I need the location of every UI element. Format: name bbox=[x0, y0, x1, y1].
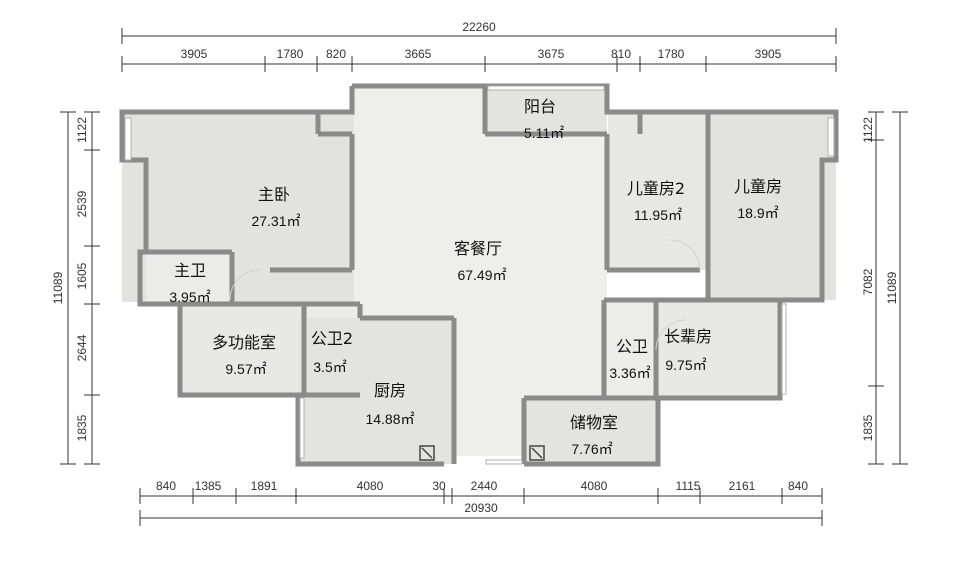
bottom-seg-9: 2161 bbox=[729, 479, 756, 493]
top-seg-6: 810 bbox=[611, 47, 631, 61]
bottom-seg-4: 4080 bbox=[357, 479, 384, 493]
kitchen-name: 厨房 bbox=[374, 381, 406, 400]
multi-room-name: 多功能室 bbox=[212, 333, 276, 352]
top-seg-1: 3905 bbox=[181, 47, 208, 61]
bottom-seg-5: 30 bbox=[432, 479, 446, 493]
public-bath-2-area: 3.5㎡ bbox=[313, 359, 346, 375]
elder-room-area: 9.75㎡ bbox=[665, 357, 706, 373]
left-seg-2: 2539 bbox=[75, 190, 89, 217]
balcony-area: 5.11㎡ bbox=[524, 125, 564, 141]
public-bath-area: 3.36㎡ bbox=[609, 365, 650, 381]
master-bath-area: 3.95㎡ bbox=[169, 289, 210, 305]
public-bath-name: 公卫 bbox=[616, 337, 648, 356]
storage-area: 7.76㎡ bbox=[571, 441, 612, 457]
room-labels: 阳台 5.11㎡ 主卧 27.31㎡ 主卫 3.95㎡ 客餐厅 67.49㎡ 儿… bbox=[169, 97, 782, 457]
bottom-seg-3: 1891 bbox=[251, 479, 278, 493]
windows bbox=[124, 85, 835, 465]
left-total-label: 11089 bbox=[51, 271, 65, 304]
floor-fills bbox=[122, 86, 836, 464]
kitchen-area: 14.88㎡ bbox=[365, 411, 414, 427]
right-mid-label: 7082 bbox=[861, 268, 875, 295]
master-bath-name: 主卫 bbox=[174, 261, 206, 280]
left-dimensions: 11089 1122 2539 1605 2644 1835 bbox=[51, 111, 100, 465]
bottom-total-label: 20930 bbox=[464, 501, 498, 515]
living-dining-area: 67.49㎡ bbox=[457, 267, 506, 283]
left-seg-5: 1835 bbox=[75, 414, 89, 441]
storage-name: 储物室 bbox=[570, 413, 618, 432]
left-seg-3: 1605 bbox=[75, 262, 89, 289]
right-seg-2: 1835 bbox=[861, 414, 875, 441]
bottom-seg-8: 1115 bbox=[676, 479, 701, 493]
bottom-seg-10: 840 bbox=[788, 479, 808, 493]
left-seg-1: 1122 bbox=[75, 117, 89, 143]
kids-room-2-name: 儿童房2 bbox=[627, 179, 685, 198]
bottom-dimensions: 840 1385 1891 4080 30 2440 4080 1115 216… bbox=[139, 479, 823, 526]
right-dimensions: 1122 7082 1835 11089 bbox=[861, 111, 908, 465]
door-swings bbox=[229, 239, 701, 351]
left-seg-4: 2644 bbox=[75, 334, 89, 361]
kids-room-area: 18.9㎡ bbox=[737, 205, 778, 221]
top-seg-7: 1780 bbox=[658, 47, 685, 61]
top-total-label: 22260 bbox=[462, 20, 496, 34]
top-dimensions: 22260 3905 1780 820 3665 3675 810 1780 3… bbox=[121, 20, 837, 72]
fixtures bbox=[419, 445, 545, 461]
kids-room-name: 儿童房 bbox=[734, 177, 782, 196]
top-seg-4: 3665 bbox=[405, 47, 432, 61]
top-seg-5: 3675 bbox=[538, 47, 565, 61]
right-total-label: 11089 bbox=[885, 271, 899, 304]
multi-room-area: 9.57㎡ bbox=[225, 361, 266, 377]
public-bath-2-name: 公卫2 bbox=[311, 329, 353, 348]
kids-room-2-area: 11.95㎡ bbox=[634, 207, 682, 223]
bottom-seg-7: 4080 bbox=[581, 479, 608, 493]
balcony-name: 阳台 bbox=[524, 97, 556, 116]
top-seg-8: 3905 bbox=[755, 47, 782, 61]
top-seg-2: 1780 bbox=[277, 47, 304, 61]
living-dining-name: 客餐厅 bbox=[454, 239, 502, 258]
top-seg-3: 820 bbox=[326, 47, 346, 61]
bottom-seg-6: 2440 bbox=[471, 479, 498, 493]
elder-room-name: 长辈房 bbox=[664, 327, 712, 346]
bottom-seg-2: 1385 bbox=[195, 479, 222, 493]
master-bedroom-area: 27.31㎡ bbox=[251, 213, 300, 229]
walls bbox=[119, 83, 839, 467]
master-bedroom-name: 主卧 bbox=[258, 185, 290, 204]
bottom-seg-1: 840 bbox=[156, 479, 176, 493]
right-seg-1: 1122 bbox=[861, 117, 875, 143]
